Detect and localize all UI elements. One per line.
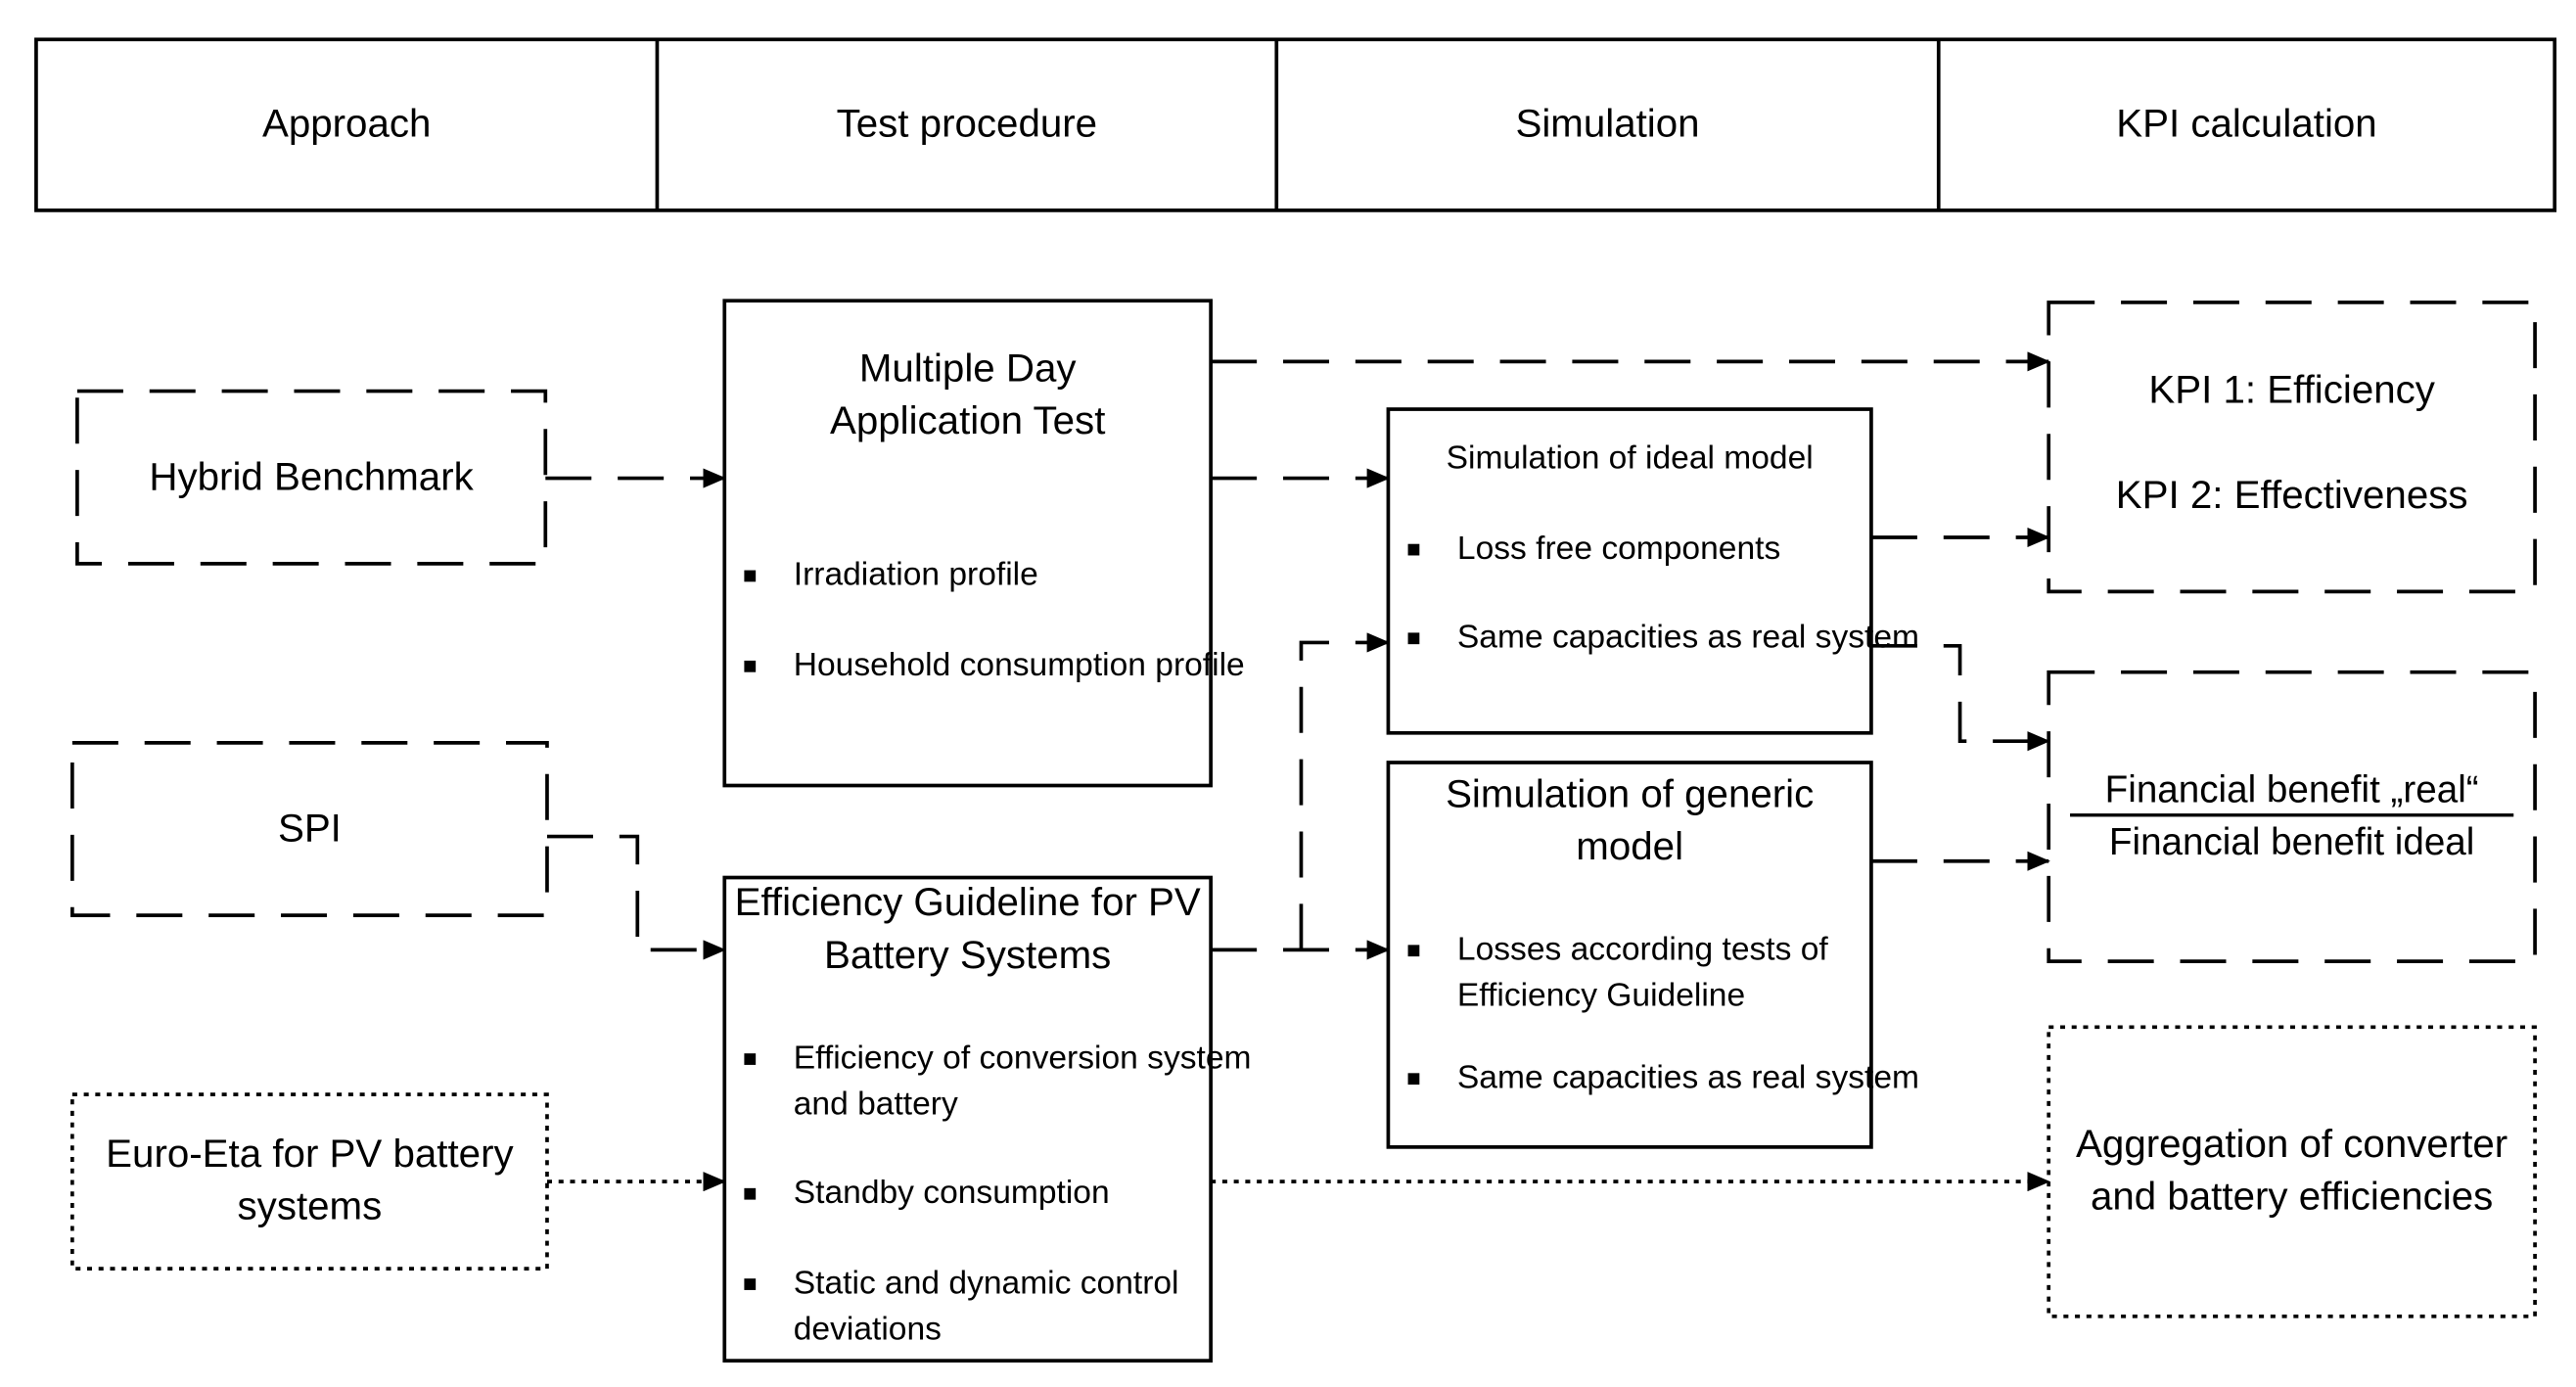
spi-label: SPI xyxy=(277,806,342,851)
ideal-model-box xyxy=(1386,407,1873,735)
efficiency-guideline-item: Standby consumption xyxy=(724,1170,1279,1216)
financial-benefit-numerator: Financial benefit „real“ xyxy=(2104,767,2479,810)
arrow-ideal-model-to-financial xyxy=(1870,643,2050,752)
header-test-procedure: Test procedure xyxy=(836,102,1098,147)
hybrid-benchmark-label: Hybrid Benchmark xyxy=(149,454,474,499)
euro-eta-label: Euro-Eta for PV battery systems xyxy=(106,1132,514,1229)
efficiency-guideline-item: Static and dynamic control deviations xyxy=(724,1261,1279,1353)
multiple-day-item: Irradiation profile xyxy=(724,552,1279,598)
arrow-guideline-to-ideal-model xyxy=(1299,632,1391,950)
aggregation-label: Aggregation of converter and battery eff… xyxy=(2076,1122,2508,1220)
kpi2-label: KPI 2: Effectiveness xyxy=(2115,473,2468,518)
efficiency-guideline-box xyxy=(722,875,1213,1363)
header-approach: Approach xyxy=(261,102,432,147)
efficiency-guideline-item: Efficiency of conversion system and batt… xyxy=(724,1036,1279,1128)
efficiency-guideline-title: Efficiency Guideline for PV Battery Syst… xyxy=(734,880,1201,978)
multiple-day-box xyxy=(722,299,1213,788)
multiple-day-title: Multiple Day Application Test xyxy=(829,347,1106,444)
ideal-model-item: Same capacities as real system xyxy=(1388,615,1940,661)
header-row xyxy=(34,37,2557,212)
header-kpi-calculation: KPI calculation xyxy=(2116,102,2377,147)
kpi-box xyxy=(2047,301,2537,594)
financial-benefit-box xyxy=(2047,670,2537,964)
euro-eta-box xyxy=(70,1092,549,1271)
generic-model-item: Losses according tests of Efficiency Gui… xyxy=(1388,927,1940,1019)
spi-box xyxy=(70,741,549,917)
ideal-model-title: Simulation of ideal model xyxy=(1446,439,1814,477)
generic-model-item: Same capacities as real system xyxy=(1388,1055,1940,1101)
hybrid-benchmark-box xyxy=(75,389,548,566)
financial-benefit-fraction: Financial benefit „real“ Financial benef… xyxy=(2070,764,2514,866)
generic-model-title: Simulation of generic model xyxy=(1446,772,1815,870)
kpi1-label: KPI 1: Efficiency xyxy=(2148,368,2435,413)
header-simulation: Simulation xyxy=(1515,102,1700,147)
ideal-model-item: Loss free components xyxy=(1388,526,1940,572)
arrow-spi-to-efficiency-guideline xyxy=(546,834,726,960)
financial-benefit-denominator: Financial benefit ideal xyxy=(2070,813,2514,866)
multiple-day-item: Household consumption profile xyxy=(724,642,1279,688)
